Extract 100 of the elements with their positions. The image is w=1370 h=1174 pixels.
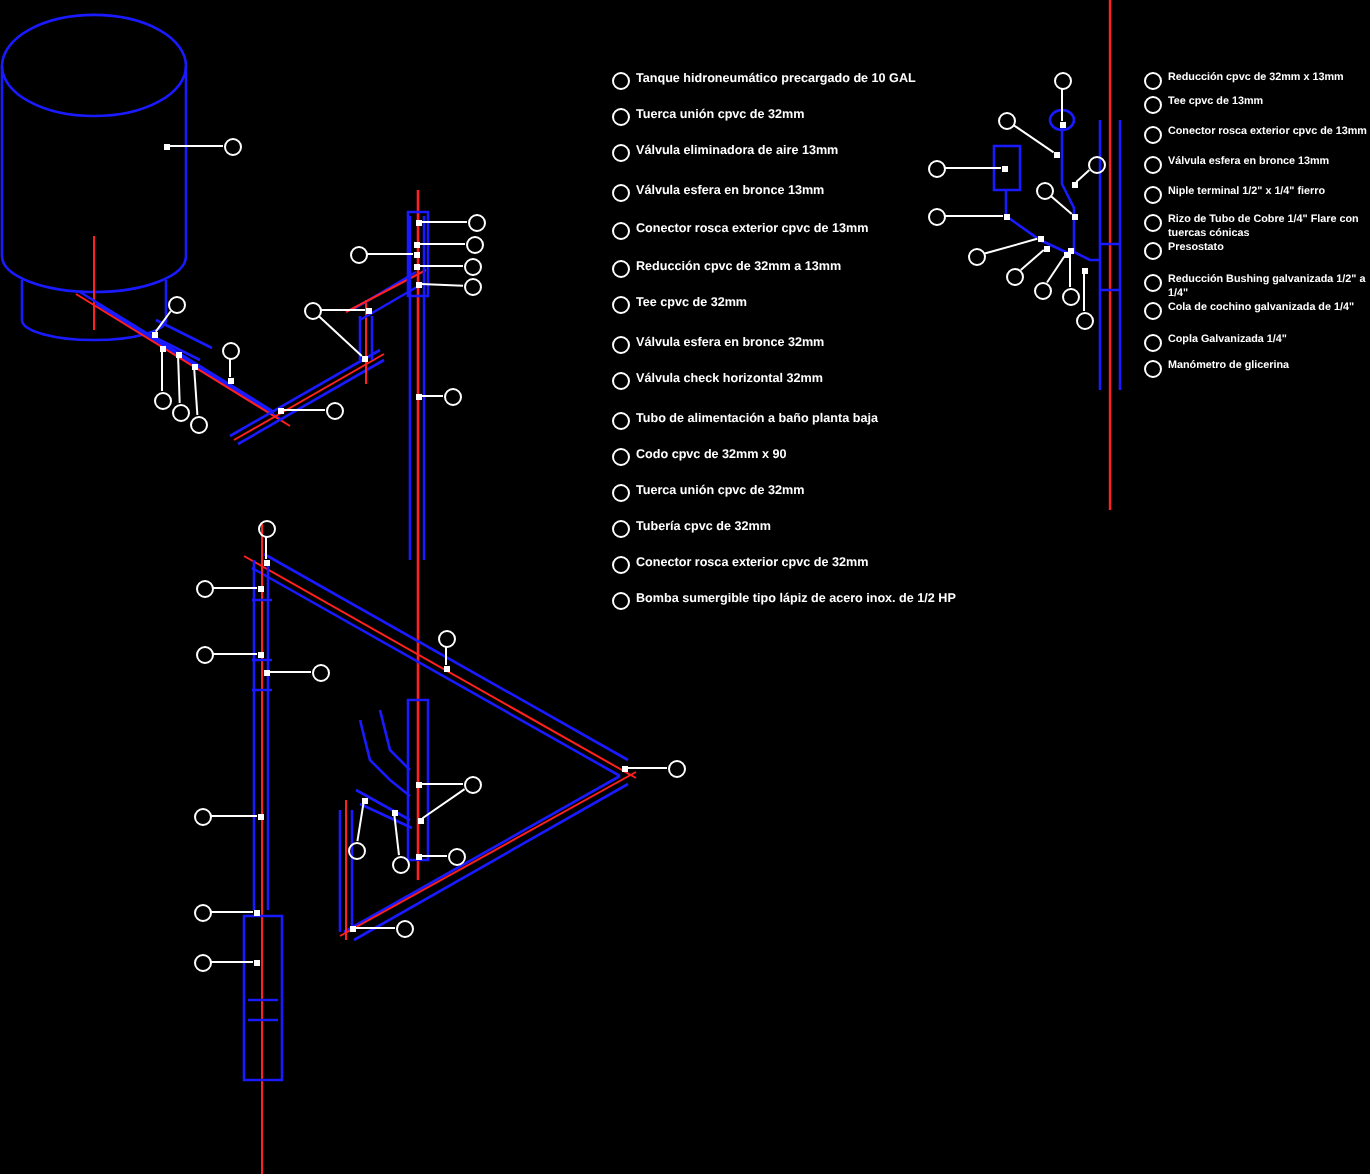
leader-line <box>420 395 444 397</box>
fitting-marker <box>163 143 169 149</box>
callout-circle <box>437 629 455 647</box>
leader-line <box>168 145 224 147</box>
fitting-marker <box>413 251 419 257</box>
leader-line <box>1012 124 1055 154</box>
leader-line <box>210 961 254 963</box>
leader-line <box>1069 252 1071 288</box>
fitting-marker <box>263 559 269 565</box>
callout-circle <box>667 759 685 777</box>
leader-line <box>944 215 1004 217</box>
leader-line <box>445 646 447 666</box>
fitting-marker <box>417 817 423 823</box>
leader-line <box>282 409 326 411</box>
leader-line <box>212 653 258 655</box>
leader-line <box>983 237 1039 255</box>
fitting-marker <box>415 219 421 225</box>
callout-circle <box>443 387 461 405</box>
callout-circle <box>189 415 207 433</box>
fitting-marker <box>257 585 263 591</box>
leader-line <box>356 801 365 843</box>
callout-circle <box>997 111 1015 129</box>
fitting-marker <box>1063 251 1069 257</box>
callout-circle <box>171 403 189 421</box>
leader-line <box>1083 272 1085 312</box>
callout-circle <box>1033 281 1051 299</box>
leader-line <box>420 855 448 857</box>
fitting-marker <box>361 355 367 361</box>
leader-line <box>161 350 163 392</box>
callout-circle <box>221 341 239 359</box>
callout-circle <box>193 953 211 971</box>
leader-line <box>420 221 468 223</box>
leader-line <box>418 243 466 245</box>
fitting-marker <box>1043 245 1049 251</box>
leader-line <box>421 788 466 820</box>
callout-circle <box>1005 267 1023 285</box>
leader-line <box>1019 249 1045 272</box>
callout-circle <box>347 841 365 859</box>
fitting-marker <box>621 765 627 771</box>
leader-line <box>418 265 464 267</box>
fitting-marker <box>1071 181 1077 187</box>
fitting-marker <box>443 665 449 671</box>
fitting-marker <box>1037 235 1043 241</box>
callout-circle <box>463 257 481 275</box>
callout-circle <box>349 245 367 263</box>
fitting-marker <box>1067 247 1073 253</box>
leader-line <box>229 358 231 378</box>
callout-circle <box>153 391 171 409</box>
callout-circle <box>967 247 985 265</box>
fitting-marker <box>1053 151 1059 157</box>
leader-line <box>193 368 199 416</box>
fitting-marker <box>365 307 371 313</box>
fitting-marker <box>191 363 197 369</box>
leader-line <box>420 283 464 287</box>
callout-circle <box>167 295 185 313</box>
leader-line <box>1049 194 1073 216</box>
fitting-marker <box>415 281 421 287</box>
callout-circle <box>927 159 945 177</box>
leader-line <box>1075 169 1091 183</box>
leader-line <box>393 814 400 857</box>
fitting-marker <box>1071 213 1077 219</box>
callout-circle <box>1035 181 1053 199</box>
leader-line <box>177 356 181 404</box>
callout-circle <box>463 775 481 793</box>
fitting-marker <box>159 345 165 351</box>
fitting-marker <box>257 651 263 657</box>
leader-line <box>265 536 267 560</box>
fitting-marker <box>415 781 421 787</box>
callout-circle <box>1087 155 1105 173</box>
leader-line <box>626 767 668 769</box>
callout-circle <box>195 645 213 663</box>
callout-circle <box>395 919 413 937</box>
callout-circle <box>1053 71 1071 89</box>
leader-line <box>212 587 258 589</box>
callout-circle <box>463 277 481 295</box>
fitting-marker <box>1081 267 1087 273</box>
fitting-marker <box>1003 213 1009 219</box>
leader-line <box>354 927 396 929</box>
leader-line <box>366 253 414 255</box>
callout-circle <box>223 137 241 155</box>
callout-circle <box>325 401 343 419</box>
leader-line <box>1046 255 1066 284</box>
fitting-marker <box>227 377 233 383</box>
fitting-marker <box>277 407 283 413</box>
callout-circle <box>467 213 485 231</box>
fitting-marker <box>257 813 263 819</box>
fitting-marker <box>253 959 259 965</box>
fitting-marker <box>391 809 397 815</box>
fitting-marker <box>175 351 181 357</box>
callout-circle <box>447 847 465 865</box>
leader-line <box>320 309 366 311</box>
leader-line <box>420 783 464 785</box>
leader-line <box>317 315 363 357</box>
callout-circle <box>193 807 211 825</box>
callout-circle <box>303 301 321 319</box>
fitting-marker <box>413 241 419 247</box>
fitting-marker <box>415 853 421 859</box>
callout-circle <box>311 663 329 681</box>
leader-line <box>210 911 254 913</box>
fitting-marker <box>263 669 269 675</box>
